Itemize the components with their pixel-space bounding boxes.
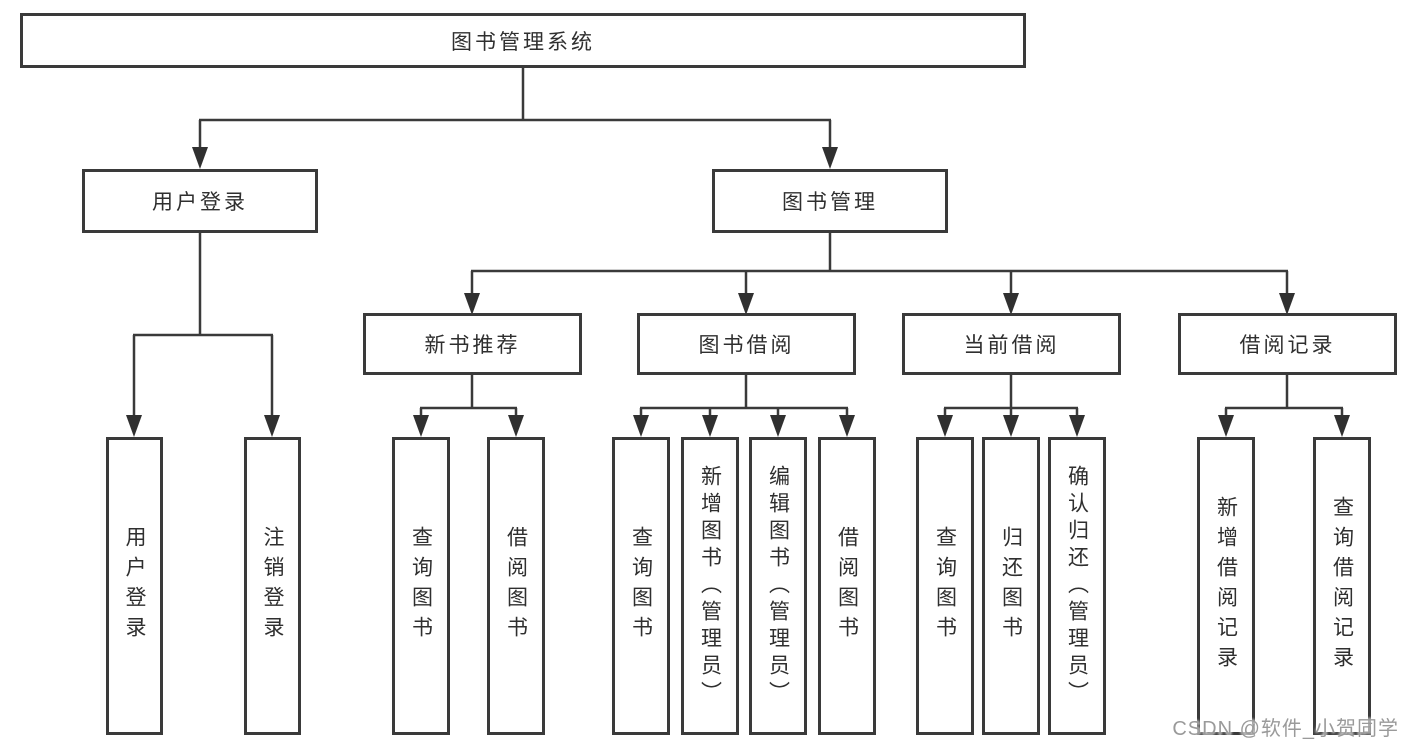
leaf-borrow-books-recommend: 借阅图书 [487,437,545,735]
leaf-borrow-books-recommend-label: 借阅图书 [504,526,528,646]
leaf-user-login-label: 用户登录 [123,526,146,646]
leaf-logout: 注销登录 [244,437,301,735]
node-borrow-records: 借阅记录 [1178,313,1397,375]
leaf-logout-label: 注销登录 [261,526,284,646]
leaf-query-books-borrow: 查询图书 [612,437,670,735]
leaf-add-borrow-record: 新增借阅记录 [1197,437,1255,735]
leaf-query-borrow-record-label: 查询借阅记录 [1330,496,1354,676]
leaf-confirm-return-admin: 确认归还（管理员） [1048,437,1106,735]
leaf-return-book-label: 归还图书 [999,526,1023,646]
node-user-login: 用户登录 [82,169,318,233]
leaf-query-borrow-record: 查询借阅记录 [1313,437,1371,735]
leaf-query-books-recommend: 查询图书 [392,437,450,735]
node-current-borrow: 当前借阅 [902,313,1121,375]
leaf-query-books-current: 查询图书 [916,437,974,735]
leaf-return-book: 归还图书 [982,437,1040,735]
node-new-book-recommend-label: 新书推荐 [424,334,521,357]
leaf-query-books-current-label: 查询图书 [933,526,957,646]
node-new-book-recommend: 新书推荐 [363,313,582,375]
leaf-add-book-admin-label: 新增图书（管理员） [698,464,722,708]
leaf-query-books-borrow-label: 查询图书 [629,526,653,646]
node-book-borrow: 图书借阅 [637,313,856,375]
leaf-edit-book-admin-label: 编辑图书（管理员） [766,464,790,708]
csdn-watermark: CSDN @软件_小贺同学 [1172,718,1399,740]
leaf-borrow-books-label: 借阅图书 [835,526,859,646]
node-root-label: 图书管理系统 [451,30,595,54]
leaf-confirm-return-admin-label: 确认归还（管理员） [1065,464,1089,708]
node-root: 图书管理系统 [20,13,1026,68]
leaf-add-book-admin: 新增图书（管理员） [681,437,739,735]
leaf-user-login: 用户登录 [106,437,163,735]
node-borrow-records-label: 借阅记录 [1239,334,1336,357]
node-book-management: 图书管理 [712,169,948,233]
leaf-edit-book-admin: 编辑图书（管理员） [749,437,807,735]
node-book-borrow-label: 图书借阅 [698,334,795,357]
leaf-add-borrow-record-label: 新增借阅记录 [1214,496,1238,676]
node-current-borrow-label: 当前借阅 [963,334,1060,357]
node-book-management-label: 图书管理 [782,191,878,214]
node-user-login-label: 用户登录 [152,191,248,214]
leaf-query-books-recommend-label: 查询图书 [409,526,433,646]
leaf-borrow-books: 借阅图书 [818,437,876,735]
